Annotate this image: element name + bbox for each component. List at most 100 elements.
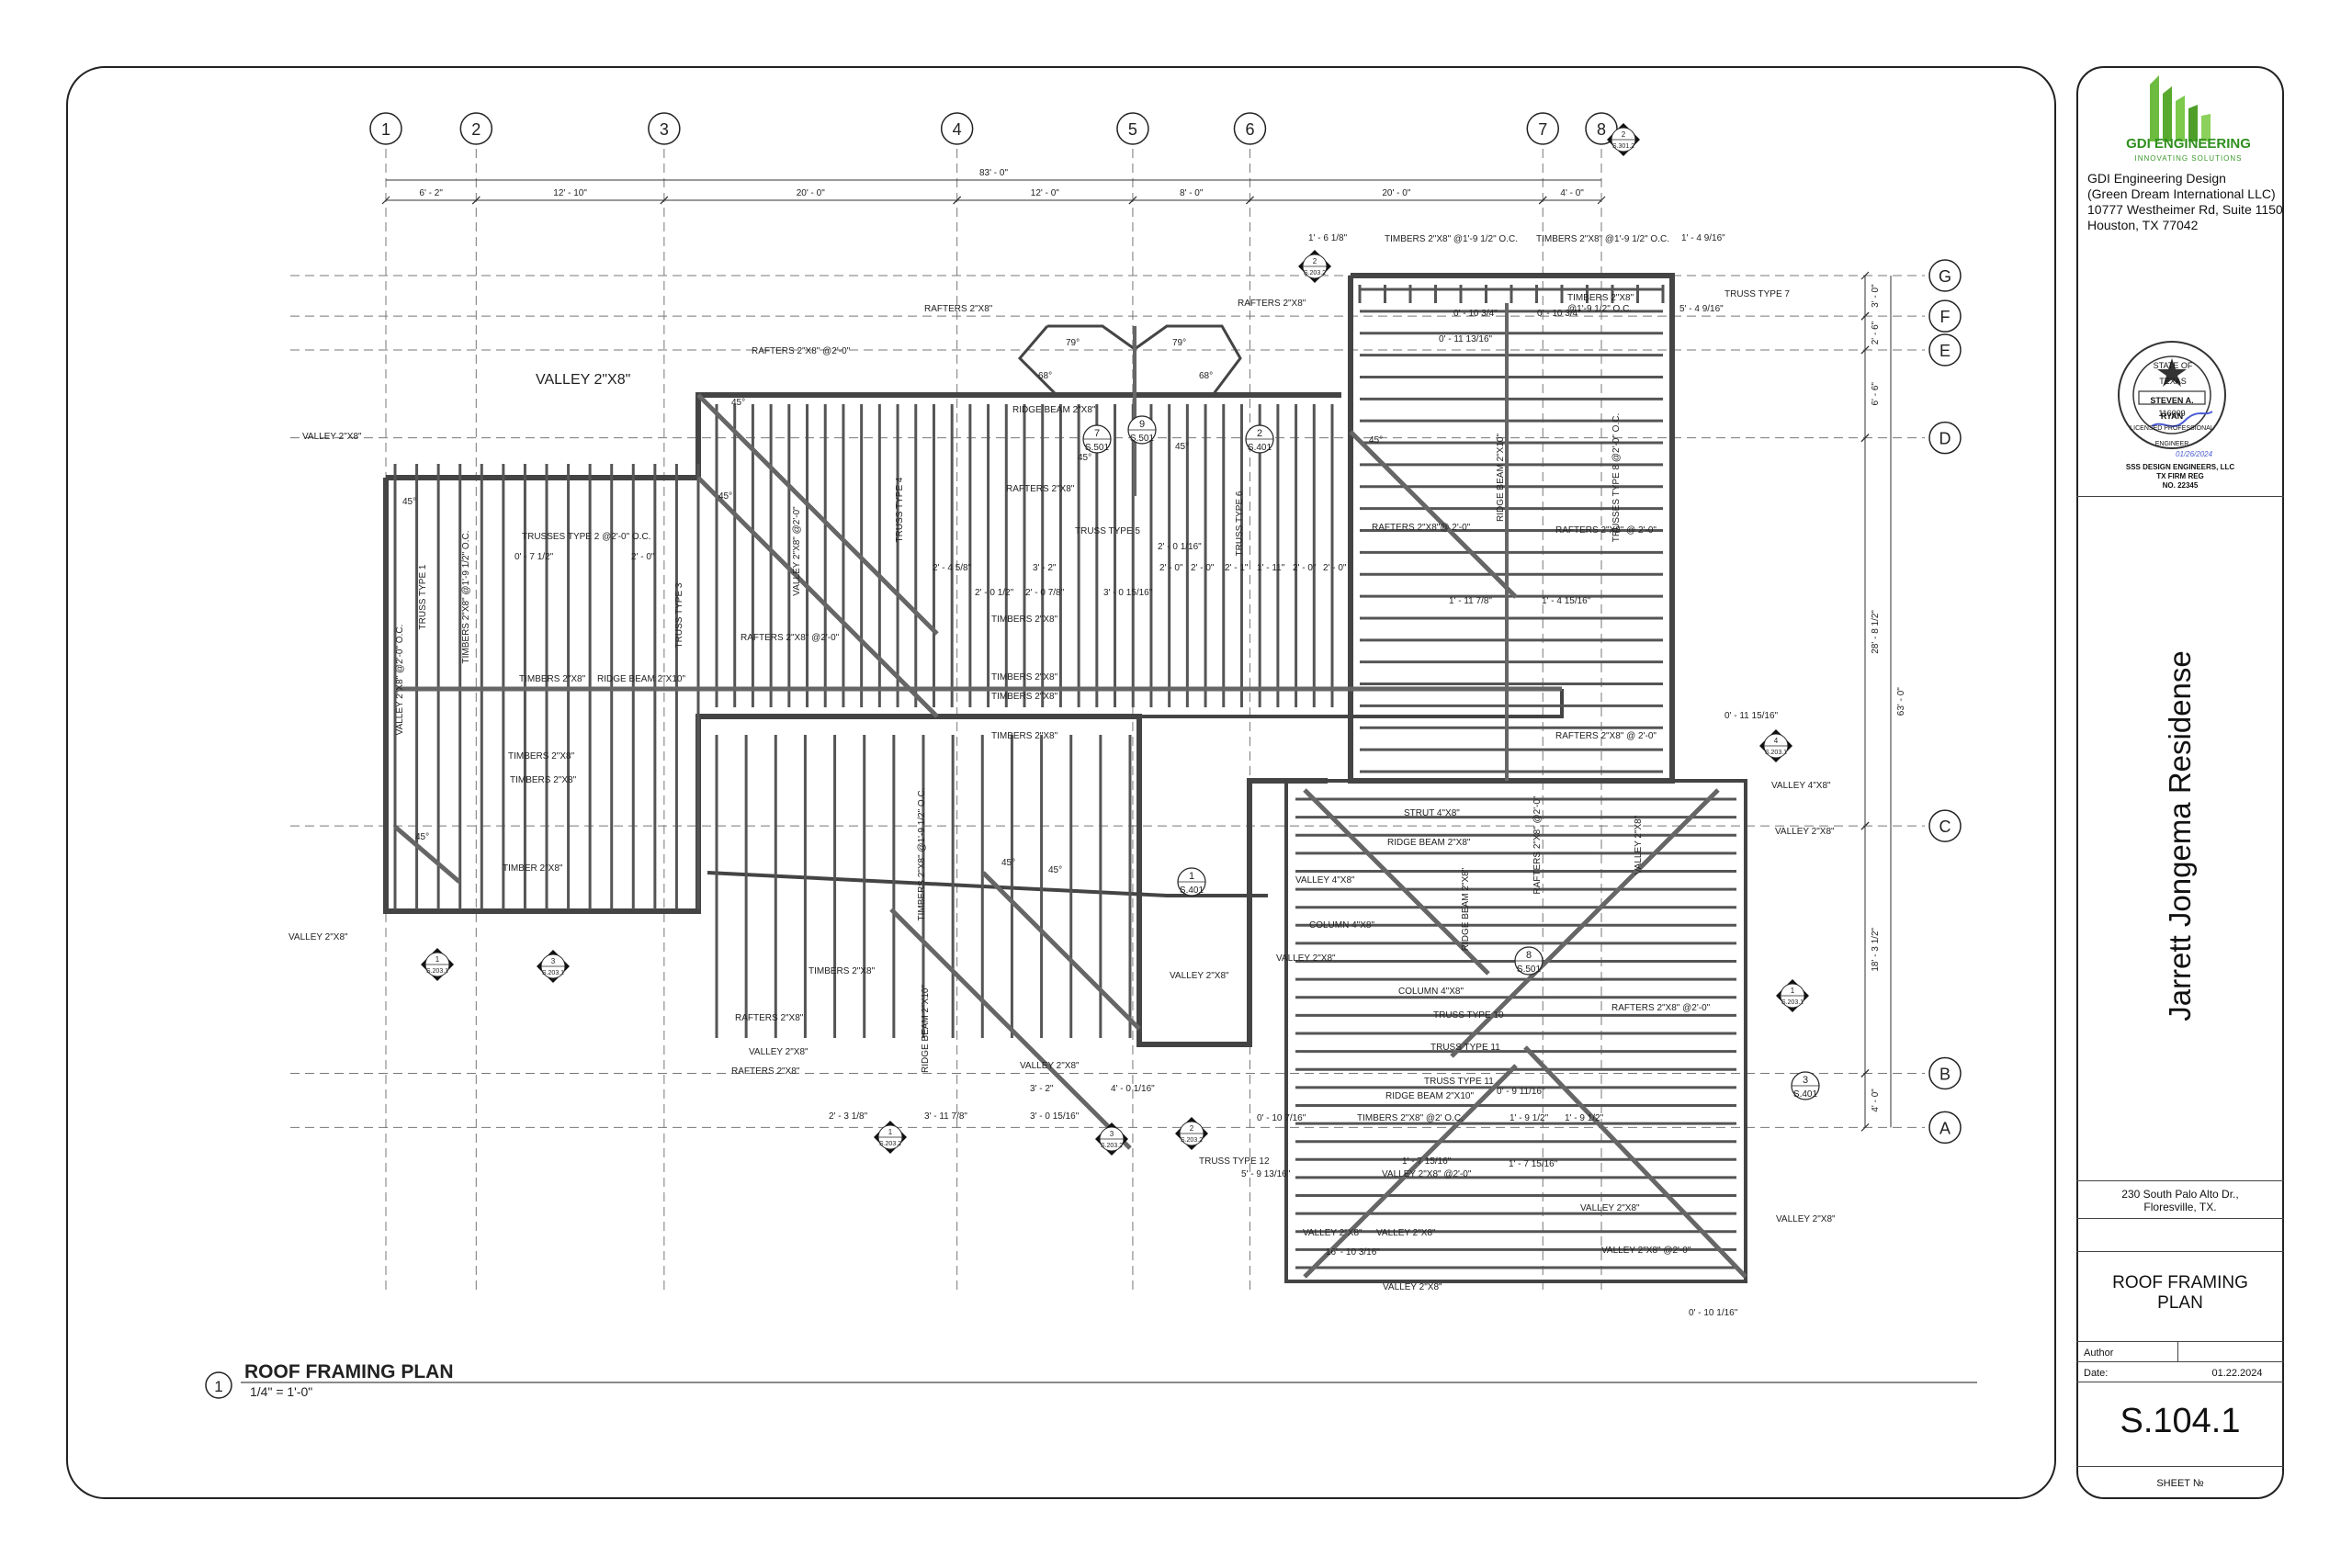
section-ref: S.203.2: [1304, 270, 1326, 276]
framing-note: TIMBERS 2"X8": [991, 731, 1058, 741]
author-cell-divider: [2177, 1341, 2178, 1361]
overall-dimension-right: 63' - 0": [1896, 687, 1906, 716]
framing-outlines: [383, 273, 1747, 1283]
detail-ref: S.401: [1793, 1089, 1818, 1100]
framing-note: COLUMN 4"X8": [1398, 987, 1464, 997]
dimension-note: 2' - 4 5/8": [933, 563, 972, 573]
framing-note: RAFTERS 2"X8": [1006, 484, 1075, 494]
detail-bubble[interactable]: 7S.501: [1082, 424, 1112, 454]
section-markers: 2S.301.22S.203.21S.203.13S.203.11S.203.2…: [421, 123, 1820, 1156]
dimension-note: 1' - 9 1/2": [1565, 1113, 1604, 1123]
dimension-note: 16' - 10 3/16": [1326, 1247, 1380, 1258]
grid-bubble: [1928, 259, 1962, 292]
framing-note: TIMBERS 2"X8": [510, 775, 577, 785]
vertical-framing-note: TRUSS TYPE 4: [895, 477, 905, 542]
detail-number: 3: [1803, 1075, 1808, 1086]
grid-label-row: E: [1939, 342, 1951, 360]
framing-note: RAFTERS 2"X8" @ 2'-0": [1555, 525, 1657, 536]
section-ref: S.203.2: [1101, 1143, 1123, 1149]
framing-note: VALLEY 2"X8": [1276, 953, 1336, 964]
angle-note: 45°: [1369, 435, 1383, 446]
framing-note: RAFTERS 2"X8"@ 2'-0": [1372, 523, 1471, 533]
detail-bubble[interactable]: 1S.401: [1177, 867, 1206, 897]
dimension-note: 0' - 7 1/2": [514, 552, 554, 562]
section-marker[interactable]: 2S.301.2: [1607, 123, 1640, 156]
section-marker[interactable]: 3S.203.2: [1095, 1122, 1128, 1156]
view-scale: 1/4" = 1'-0": [250, 1384, 312, 1399]
section-marker[interactable]: 2S.203.2: [1175, 1117, 1208, 1150]
dimension-note: 2' - 3 1/8": [829, 1111, 868, 1122]
detail-number: 2: [1257, 428, 1262, 439]
framing-note: VALLEY 4"X8": [1295, 875, 1355, 886]
sheet-no-label: SHEET №: [2156, 1478, 2204, 1489]
seal-state: STATE OF TEXAS: [2153, 361, 2193, 386]
angle-note: 68°: [1199, 371, 1213, 381]
seal-date: 01/26/2024: [2176, 450, 2213, 458]
framing-note: VALLEY 2"X8": [1383, 1282, 1442, 1292]
grid-bubble: [1526, 112, 1560, 145]
framing-note: VALLEY 2"X8": [749, 1047, 808, 1057]
grid-label-row: B: [1939, 1065, 1951, 1083]
vertical-framing-note: TRUSS TYPE 3: [674, 582, 684, 648]
dimension-note: 1' - 4 9/16": [1681, 233, 1725, 243]
framing-note: VALLEY 2"X8": [1020, 1061, 1080, 1071]
grid-bubble: [1928, 809, 1962, 842]
framing-note: TIMBERS 2"X8": [991, 692, 1058, 702]
vertical-framing-note: TRUSS TYPE 1: [418, 564, 428, 629]
detail-ref: S.501: [1085, 443, 1110, 453]
framing-note: TIMBERS 2"X8": [508, 751, 575, 761]
column-dimension: 4' - 0": [1560, 188, 1584, 198]
grid-label-column: 1: [381, 120, 390, 139]
section-number: 1: [1791, 987, 1795, 995]
row-dimension: 18' - 3 1/2": [1871, 927, 1881, 971]
detail-bubble[interactable]: 8S.501: [1514, 946, 1544, 976]
detail-bubble[interactable]: 2S.401: [1245, 424, 1274, 454]
angle-note: 45°: [415, 832, 429, 842]
framing-note: VALLEY 2"X8": [302, 432, 362, 442]
date-value: 01.22.2024: [2211, 1368, 2263, 1379]
detail-bubble[interactable]: 3S.401: [1791, 1071, 1820, 1100]
framing-note: RIDGE BEAM 2"X8": [1012, 405, 1096, 415]
vertical-framing-note: VALLEY 2"X8" @2'-0": [792, 506, 802, 596]
grid-bubble: [1928, 1056, 1962, 1090]
section-number: 3: [1110, 1130, 1114, 1138]
author-label: Author: [2084, 1348, 2114, 1359]
section-number: 2: [1313, 257, 1317, 265]
drawing-frame: [66, 66, 2056, 1499]
dimension-note: 2' - 0 1/16": [1158, 542, 1202, 552]
framing-note: TRUSS TYPE 11: [1424, 1077, 1494, 1087]
framing-note: STRUT 4"X8": [1404, 808, 1460, 818]
section-marker[interactable]: 1S.203.1: [421, 948, 454, 981]
grid-bubble: [648, 112, 681, 145]
grid-bubble: [369, 112, 402, 145]
detail-bubble[interactable]: 9S.501: [1127, 415, 1157, 445]
grid-label-row: A: [1939, 1119, 1951, 1137]
framing-note: VALLEY 2"X8": [288, 932, 348, 942]
row-dimension: 3' - 0": [1871, 284, 1881, 308]
section-marker[interactable]: 2S.203.2: [1298, 250, 1331, 283]
section-marker[interactable]: 4S.203.1: [1759, 729, 1792, 762]
framing-note: TRUSS TYPE 7: [1724, 289, 1790, 299]
dimension-note: 1' - 7 15/16": [1509, 1159, 1558, 1169]
dimension-strings: 83' - 0"6' - 2"12' - 10"20' - 0"12' - 0"…: [381, 168, 1906, 1132]
section-number: 3: [551, 957, 556, 965]
dimension-note: 2' - 0 1/2": [975, 588, 1014, 598]
detail-number: 1: [1189, 871, 1194, 882]
framing-note: VALLEY 4"X8": [1771, 781, 1831, 791]
grid-bubble: [1116, 112, 1149, 145]
dimension-note: 5' - 4 9/16": [1679, 304, 1724, 314]
section-marker[interactable]: 3S.203.1: [537, 950, 570, 983]
company-tagline: INNOVATING SOLUTIONS: [2134, 154, 2243, 163]
dimension-note: 3' - 0 15/16": [1103, 588, 1153, 598]
dimension-note: 1' - 7 15/16": [1402, 1156, 1452, 1167]
dimension-note: 2' - 1": [1225, 563, 1249, 573]
section-marker[interactable]: 1S.203.2: [874, 1121, 907, 1154]
grid-label-column: 6: [1245, 120, 1254, 139]
section-number: 4: [1774, 737, 1779, 745]
firm-line-2: TX FIRM REG: [2156, 472, 2204, 480]
section-marker[interactable]: 1S.203.1: [1776, 979, 1809, 1012]
dimension-note: 3' - 0 15/16": [1030, 1111, 1080, 1122]
vertical-framing-note: RIDGE BEAM 2"X10": [1496, 434, 1506, 522]
dimension-note: 0' - 10 1/16": [1689, 1308, 1738, 1318]
